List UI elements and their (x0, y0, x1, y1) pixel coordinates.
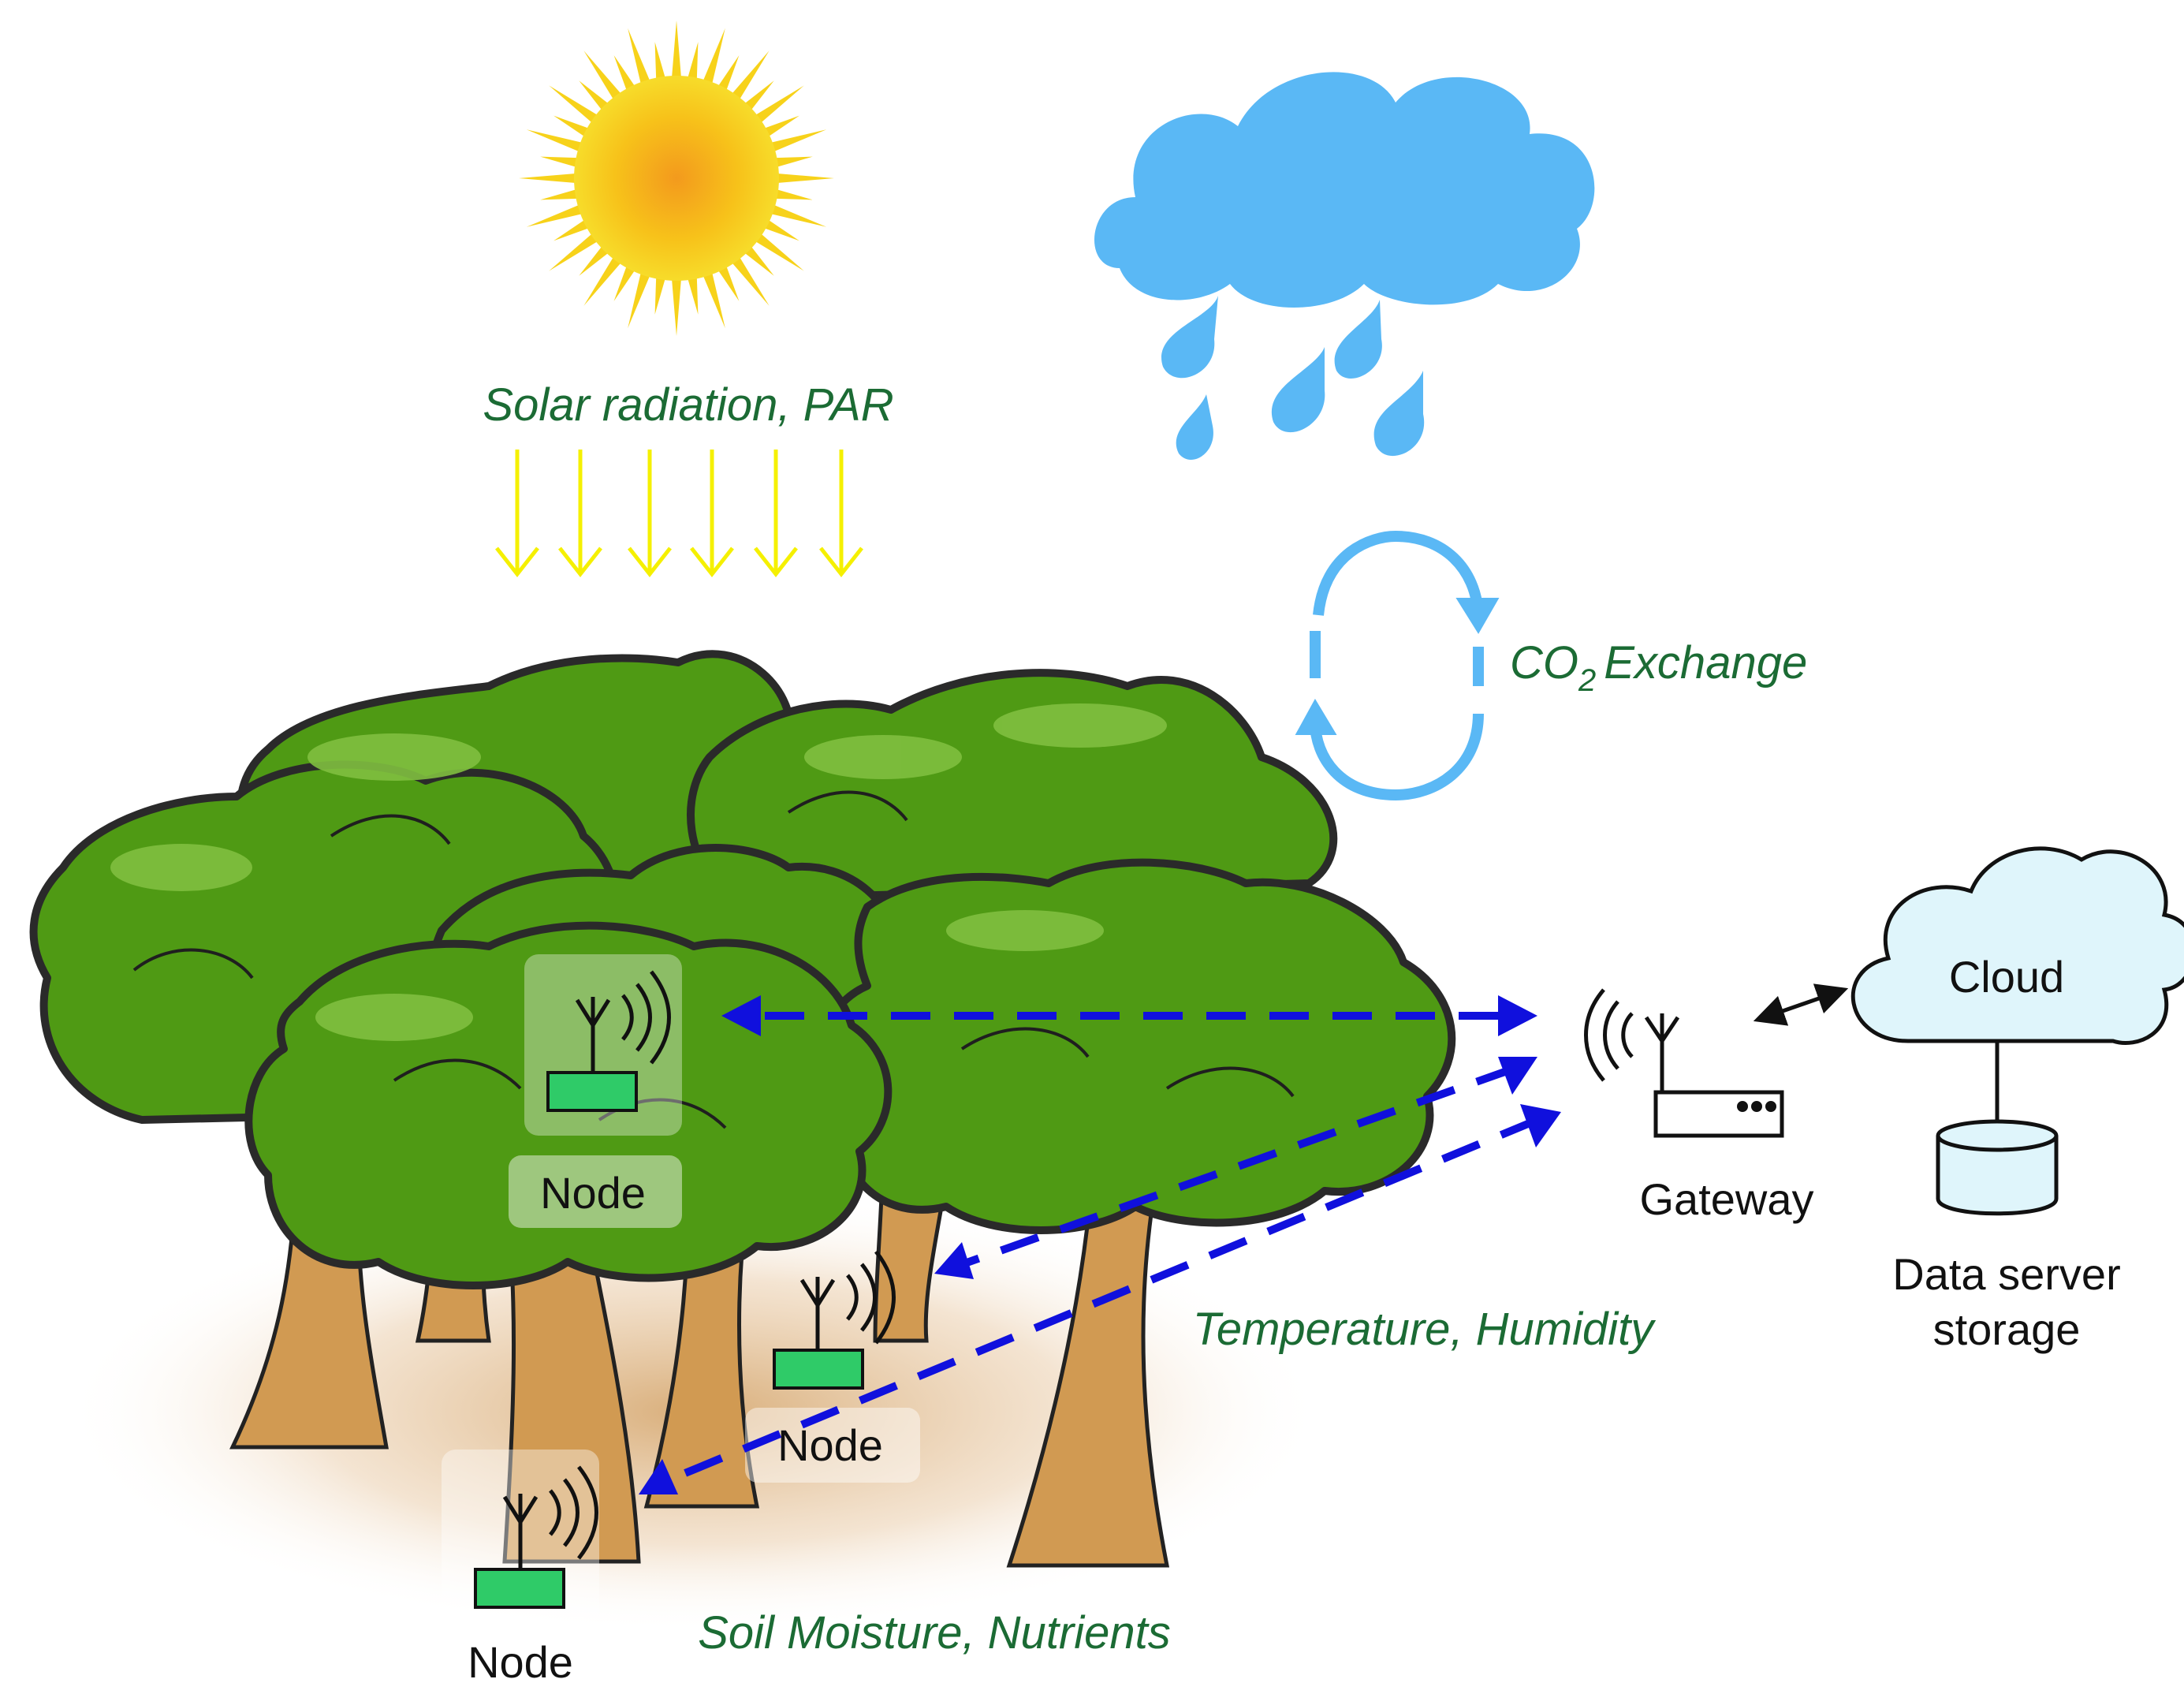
sensor-node-box (474, 1568, 565, 1609)
sun-ray (753, 232, 804, 271)
sun-ray (549, 232, 600, 271)
sun-ray (762, 115, 799, 138)
sun-ray (526, 203, 585, 227)
sun-ray (583, 50, 623, 102)
solar-arrows (495, 450, 863, 578)
co2-cycle-icon (1295, 530, 1500, 801)
sun-ray (730, 255, 770, 306)
sun-icon (519, 21, 834, 336)
sun-ray (717, 263, 740, 301)
sun-ray (579, 244, 611, 276)
sun-ray (553, 218, 591, 241)
sun-ray (730, 50, 770, 102)
cloud-label: Cloud (1949, 952, 2064, 1002)
sun-ray (540, 156, 580, 168)
sun-ray (553, 115, 591, 138)
link-bottom-node (661, 1116, 1539, 1487)
gateway-label: Gateway (1640, 1174, 1814, 1224)
sun-ray (549, 85, 600, 125)
sun-ray (613, 263, 636, 301)
antenna-icon (575, 970, 671, 1073)
rain-cloud-icon (1094, 72, 1595, 460)
sun-ray (671, 276, 682, 336)
foliage-highlights (110, 703, 1167, 1041)
sensor-node-box (773, 1349, 864, 1390)
sun-ray (526, 129, 585, 153)
sun-ray (654, 274, 666, 315)
soil-moisture-label: Soil Moisture, Nutrients (698, 1607, 1171, 1659)
sun-ray (519, 173, 579, 184)
sun-ray (687, 42, 699, 82)
sun-ray (628, 270, 651, 329)
sun-ray (702, 270, 725, 329)
sun-ray (628, 28, 651, 87)
link-arrowheads (639, 995, 1561, 1494)
gateway-router-icon (1584, 988, 1784, 1138)
sun-ray (579, 80, 611, 113)
sun-ray (613, 55, 636, 93)
node-middle: Node (745, 1250, 920, 1483)
sun-ray (773, 188, 813, 200)
link-middle-node (956, 1065, 1515, 1270)
sun-ray (654, 42, 666, 82)
solar-radiation-label: Solar radiation, PAR (483, 379, 893, 431)
temperature-humidity-label: Temperature, Humidity (1193, 1304, 1657, 1355)
sensor-node-box (546, 1071, 638, 1112)
database-icon (1936, 1119, 2059, 1216)
antenna-icon (799, 1250, 896, 1353)
data-server-label-line2: storage (1933, 1304, 2081, 1354)
sun-ray (774, 173, 834, 184)
node-middle-label: Node (777, 1420, 883, 1470)
sun-ray (773, 156, 813, 168)
sun-ray (742, 80, 774, 113)
antenna-icon (502, 1465, 598, 1569)
cloud-icon (1850, 846, 2184, 1045)
sun-ray (583, 255, 623, 306)
data-server-label-line1: Data server (1892, 1249, 2120, 1299)
sun-ray (753, 85, 804, 125)
sun-ray (671, 21, 682, 80)
node-bottom-label: Node (468, 1637, 573, 1687)
sun-ray (540, 188, 580, 200)
node-top: Node (509, 954, 682, 1228)
sun-ray (702, 28, 725, 87)
sun-ray (768, 129, 827, 153)
sun-ray (742, 244, 774, 276)
sun-ray (762, 218, 799, 241)
sun-ray (687, 274, 699, 315)
sun-ray (768, 203, 827, 227)
gateway-cloud-link (1753, 983, 1849, 1026)
sun-ray (717, 55, 740, 93)
node-bottom: Node (442, 1450, 599, 1687)
wireless-data-links (661, 1012, 1539, 1487)
node-top-label: Node (540, 1168, 646, 1218)
